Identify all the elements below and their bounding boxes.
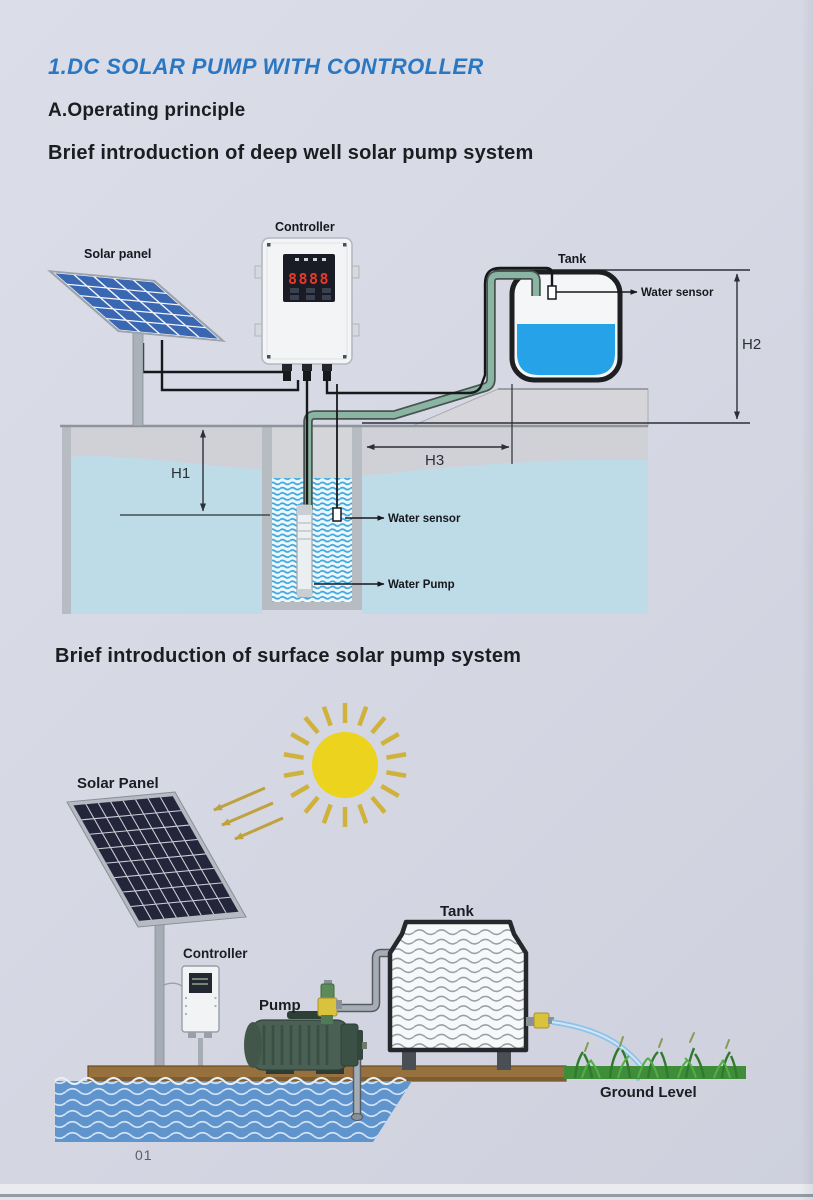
controller-label: Controller — [275, 220, 335, 234]
delivery-pipe — [303, 270, 541, 510]
dimension-h3: H3 — [425, 452, 444, 469]
solar-panel-label: Solar panel — [84, 247, 151, 261]
tank-illustration — [509, 269, 623, 383]
tank-outlet-valve — [526, 1012, 554, 1029]
well-water-sensor — [332, 507, 342, 522]
tank-water-sensor — [547, 285, 557, 300]
page-number: 01 — [135, 1147, 153, 1163]
delivery-pipe — [333, 948, 393, 1013]
solar-panel-pole — [132, 329, 144, 427]
dimension-h1: H1 — [171, 465, 190, 482]
sunlight-arrows — [213, 786, 284, 841]
controller-illustration — [163, 965, 220, 1070]
solar-panel-label: Solar Panel — [77, 775, 159, 792]
page-title: 1.DC SOLAR PUMP WITH CONTROLLER — [48, 54, 484, 79]
submersible-pump — [296, 504, 313, 598]
dimension-h2: H2 — [742, 336, 761, 353]
controller-label: Controller — [183, 946, 248, 961]
page-bottom-strip — [0, 1184, 813, 1194]
heading-deep-well: Brief introduction of deep well solar pu… — [48, 142, 534, 164]
ground-level-label: Ground Level — [600, 1084, 697, 1101]
tank-label: Tank — [440, 903, 475, 920]
tank-water-sensor-label: Water sensor — [641, 287, 714, 299]
left-groundwater — [62, 426, 262, 614]
heading-surface: Brief introduction of surface solar pump… — [55, 645, 522, 667]
grass-illustration — [564, 1032, 746, 1079]
pump-label: Pump — [259, 997, 301, 1014]
controller-illustration: 8888 — [254, 237, 360, 381]
pump-outlet-fitting — [317, 980, 342, 1024]
heading-operating-principle: A.Operating principle — [48, 100, 246, 121]
tank-illustration — [387, 919, 554, 1070]
solar-panel-illustration — [47, 270, 227, 343]
dimension-lines — [120, 269, 750, 516]
surface-diagram: Solar Panel Controller — [54, 703, 746, 1142]
page-bottom-edge — [0, 1194, 813, 1197]
deep-well-diagram: H1 H2 H3 Water sensor Water sensor Water… — [47, 220, 761, 614]
cable-glands — [282, 364, 332, 381]
pump-illustration — [244, 980, 367, 1074]
solar-panel-illustration — [66, 791, 247, 928]
pond-water — [54, 1076, 412, 1142]
water-pump-label: Water Pump — [388, 579, 455, 591]
page-right-shade — [801, 0, 813, 1200]
tank-label: Tank — [558, 252, 586, 266]
sun-icon — [283, 703, 407, 827]
page-bottom-rest — [0, 1197, 813, 1200]
well-water-sensor-label: Water sensor — [388, 513, 461, 525]
right-groundwater — [362, 426, 648, 614]
controller-display-digits: 8888 — [288, 270, 330, 288]
